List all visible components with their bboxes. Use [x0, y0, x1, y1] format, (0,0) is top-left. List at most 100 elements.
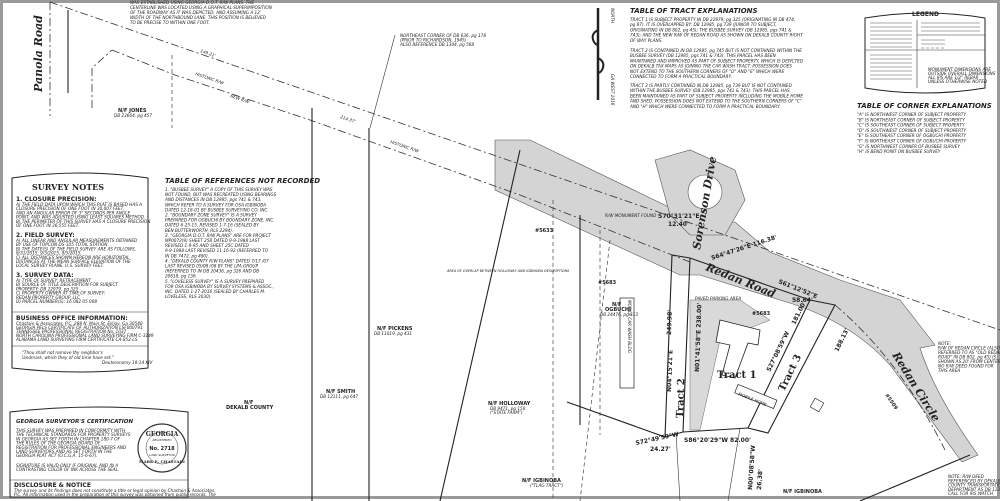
bearing-label: N04°15'21"E — [666, 350, 674, 392]
surveyor-seal: GEORGIA REGISTERED No. 2718 LAND SURVEYO… — [137, 423, 187, 473]
corner-leader — [369, 34, 396, 129]
text-line: C) PROPERTY OWNER AT TIME OF SURVEY: — [16, 291, 106, 296]
text-line: WAS ESTABLISHED USING GEORGIA D.O.T. R/W… — [130, 0, 254, 5]
text-line: P.C. All information used in the prepara… — [14, 492, 216, 497]
text-line: PROPERTY: DB 22979, pg 325 — [16, 286, 79, 291]
text-line: INC. DATED 1-27-2016 (SEALED BY CHARLES … — [165, 289, 265, 294]
owner-holloway-ref: DB 9471, pg 150 — [490, 406, 526, 411]
text-line: DATED 6-25-15, REVISED 1-7-16 (SEALED BY — [165, 223, 259, 228]
text-line: "F" IS NORTHEAST CORNER OF OGBUCHI PROPE… — [857, 139, 967, 144]
igbinoba-line — [579, 239, 611, 501]
panola-road-label: Panola Road — [32, 15, 45, 93]
lot-number: #5509 — [883, 393, 899, 412]
historic-rw-label: HISTORIC R/W — [195, 71, 226, 86]
text-line: B) THE PERIMETER OF THIS SURVEY HAS A CL… — [16, 219, 151, 224]
tract-2-boundary — [682, 257, 691, 433]
text-line: ALL IPS ARE 1/2" REBAR — [927, 75, 979, 80]
certification-title: GEORGIA SURVEYOR'S CERTIFICATION — [16, 419, 133, 425]
seal-name: MARK E. CHASTAIN — [139, 459, 185, 464]
signature-note: SIGNATURE IS VALID ONLY IF ORIGINAL AND … — [16, 463, 119, 472]
text-line: GEORGIA PELS CERTIFICATE OF AUTHORIZATIO… — [16, 325, 143, 330]
text-line: NOTE: R/W DEED — [948, 474, 985, 479]
text-line: The survey and its findings does not con… — [14, 488, 215, 493]
owner-ogbuchi: N/F — [612, 302, 621, 308]
text-line: Chastain & Associates, P.C. 288 N. Main … — [16, 321, 143, 326]
owner-dekalb: N/F — [244, 400, 253, 406]
distance-label: 58.64' — [792, 297, 813, 304]
parking-label: PAVED PARKING AREA — [695, 296, 741, 301]
north-arrow-glyph — [591, 29, 605, 74]
tract-3-boundary — [747, 299, 811, 429]
text-line: (PRIOR TO RICHARDSON, 1945) — [400, 38, 467, 43]
text-line: 743); AND THE NEW R/W OF REDAN ROAD AS S… — [630, 33, 803, 38]
lot-number: #5683 — [752, 311, 771, 317]
grid-label: GA WEST 2016 — [610, 74, 615, 106]
field-survey-text: A) ALL LINEAR AND ANGULAR MEASUREMENTS O… — [15, 238, 138, 268]
text-line: GEORGIA PLAT ACT (O.C.G.A. 15-6-67). — [16, 453, 98, 458]
tract-1-explanation: TRACT 1 IS SUBJECT PROPERTY IN DB 22979,… — [629, 17, 803, 43]
seal-role: LAND SURVEYOR — [149, 453, 175, 457]
tract-2-label: Tract 2 — [675, 378, 687, 418]
owner-jones-ref: DB 23664, pg 457 — [114, 113, 152, 118]
owner-igbinoba: N/F IGBINOBA — [522, 478, 561, 484]
distance-label: 188.13' — [834, 327, 851, 353]
owner-igbinoba-2: N/F IGBINOBA — [783, 489, 822, 495]
references-title: TABLE OF REFERENCES NOT RECORDED — [165, 177, 320, 185]
survey-notes-title: SURVEY NOTES — [32, 182, 104, 192]
text-line: BY USE OF TOPCON DS-105 TOTAL STATION. — [16, 242, 109, 247]
text-line: BEEN MAINTAINED AS PART OF SUBJECT PROPE… — [630, 93, 803, 98]
text-line: "B" IS NORTHEAST CORNER OF SUBJECT PROPE… — [857, 117, 965, 122]
text-line: 4. "DEKALB COUNTY R/W PLANS" DATED 7/17 … — [165, 258, 269, 263]
distance-label: 149.21' — [200, 48, 217, 58]
text-line: SHOWN AS 20' FROM CENTER. — [938, 359, 1000, 364]
survey-notes: SURVEY NOTES 1. CLOSURE PRECISION: A) TH… — [11, 172, 154, 373]
text-line: WITHIN THE BUSBEE SURVEY (DB 12985, pgs … — [630, 88, 790, 93]
office-heading: BUSINESS OFFICE INFORMATION: — [16, 315, 128, 322]
text-line: B) SOURCE OF TITLE DESCRIPTION FOR SUBJE… — [16, 282, 118, 287]
text-line: IN GEORGIA AS SET FORTH IN CHAPTER 180-7… — [16, 436, 121, 441]
text-line: OF ONE FOOT IN 36,555 FEET. — [16, 223, 79, 228]
corner-note: NORTHEAST CORNER OF DB 636, pg 178(PRIOR… — [399, 33, 486, 47]
office-text: Chastain & Associates, P.C. 288 N. Main … — [15, 321, 154, 342]
text-line: THE TECHNICAL STANDARDS FOR PROPERTY SUR… — [16, 432, 131, 437]
text-line: D) PARCEL NUMBER(S): 16 082 05 008 — [16, 299, 97, 304]
text-line: CONTRASTING COLOR OF INK ACROSS THE SEAL… — [16, 467, 119, 472]
text-line: AND SHED. POSSESSION DOES NOT EXTEND TO … — [629, 99, 802, 104]
historic-rw-label-2: HISTORIC R/W — [390, 139, 421, 154]
legend-frame — [864, 12, 986, 94]
top-note: WAS ESTABLISHED USING GEORGIA D.O.T. R/W… — [130, 0, 273, 25]
text-line: TRACT 2 IS CONTAINED IN DB 12985, pg 745… — [630, 48, 802, 53]
text-line: C) ALL DISTANCES SHOWN HEREON ARE HORIZO… — [16, 255, 130, 260]
text-line: COUNTY TRANSPORTATION — [948, 483, 1000, 488]
overlap-note: AREA OF OVERLAP BETWEEN HOLLOWAY AND IGB… — [446, 269, 570, 273]
owner-pickens: N/F PICKENS — [377, 326, 413, 332]
rw-monument-label: R/W MONUMENT FOUND — [605, 213, 657, 218]
text-line: BEN BUTTERWORTH, RLS 2294). — [165, 228, 233, 233]
bearing-label: N00°08'58"W — [747, 445, 757, 490]
text-line: NO R/W DEED FOUND FOR — [938, 364, 994, 369]
car-wash-building — [619, 297, 635, 389]
text-line: 2. "BOUNDARY ZONE SURVEY" IS A SURVEY — [165, 213, 257, 218]
text-line: THE RULES OF THE GEORGIA BOARD OF — [16, 441, 101, 446]
text-line: BUSBEE SURVEY (DB 12985, pgs 741 & 743).… — [630, 53, 777, 58]
text-line: CONNECTED TO FORM A PRACTICAL BOUNDARY. — [630, 74, 732, 79]
tract-1-label: Tract 1 — [717, 370, 757, 381]
text-line: 3. "GEORGIA D.O.T. R/W PLANS" ARE FOR PR… — [165, 233, 272, 238]
text-line: LAST REVISED 05/08 /08 BY THE LPA GROUP — [165, 264, 258, 269]
historic-rw-line — [49, 1, 1000, 331]
owner-holloway-note: ("STATE FARM") — [490, 410, 523, 415]
text-line: NOTE: — [938, 341, 952, 346]
text-line: ALSO REFERENCE DB 1304, pg 568 — [399, 42, 474, 47]
car-wash-label: MOBILE CAR WASH BLDG — [627, 300, 632, 354]
holloway-west-line — [439, 149, 521, 501]
text-line: LOCAL SURVEY PLANE, U.S. SURVEY FEET. — [16, 263, 104, 268]
igbinoba-north-line — [859, 454, 971, 501]
certification-text: THIS SURVEY WAS PREPARED IN CONFORMITY W… — [16, 428, 131, 458]
text-line: SIGNATURE IS VALID ONLY IF ORIGINAL AND … — [16, 463, 118, 468]
